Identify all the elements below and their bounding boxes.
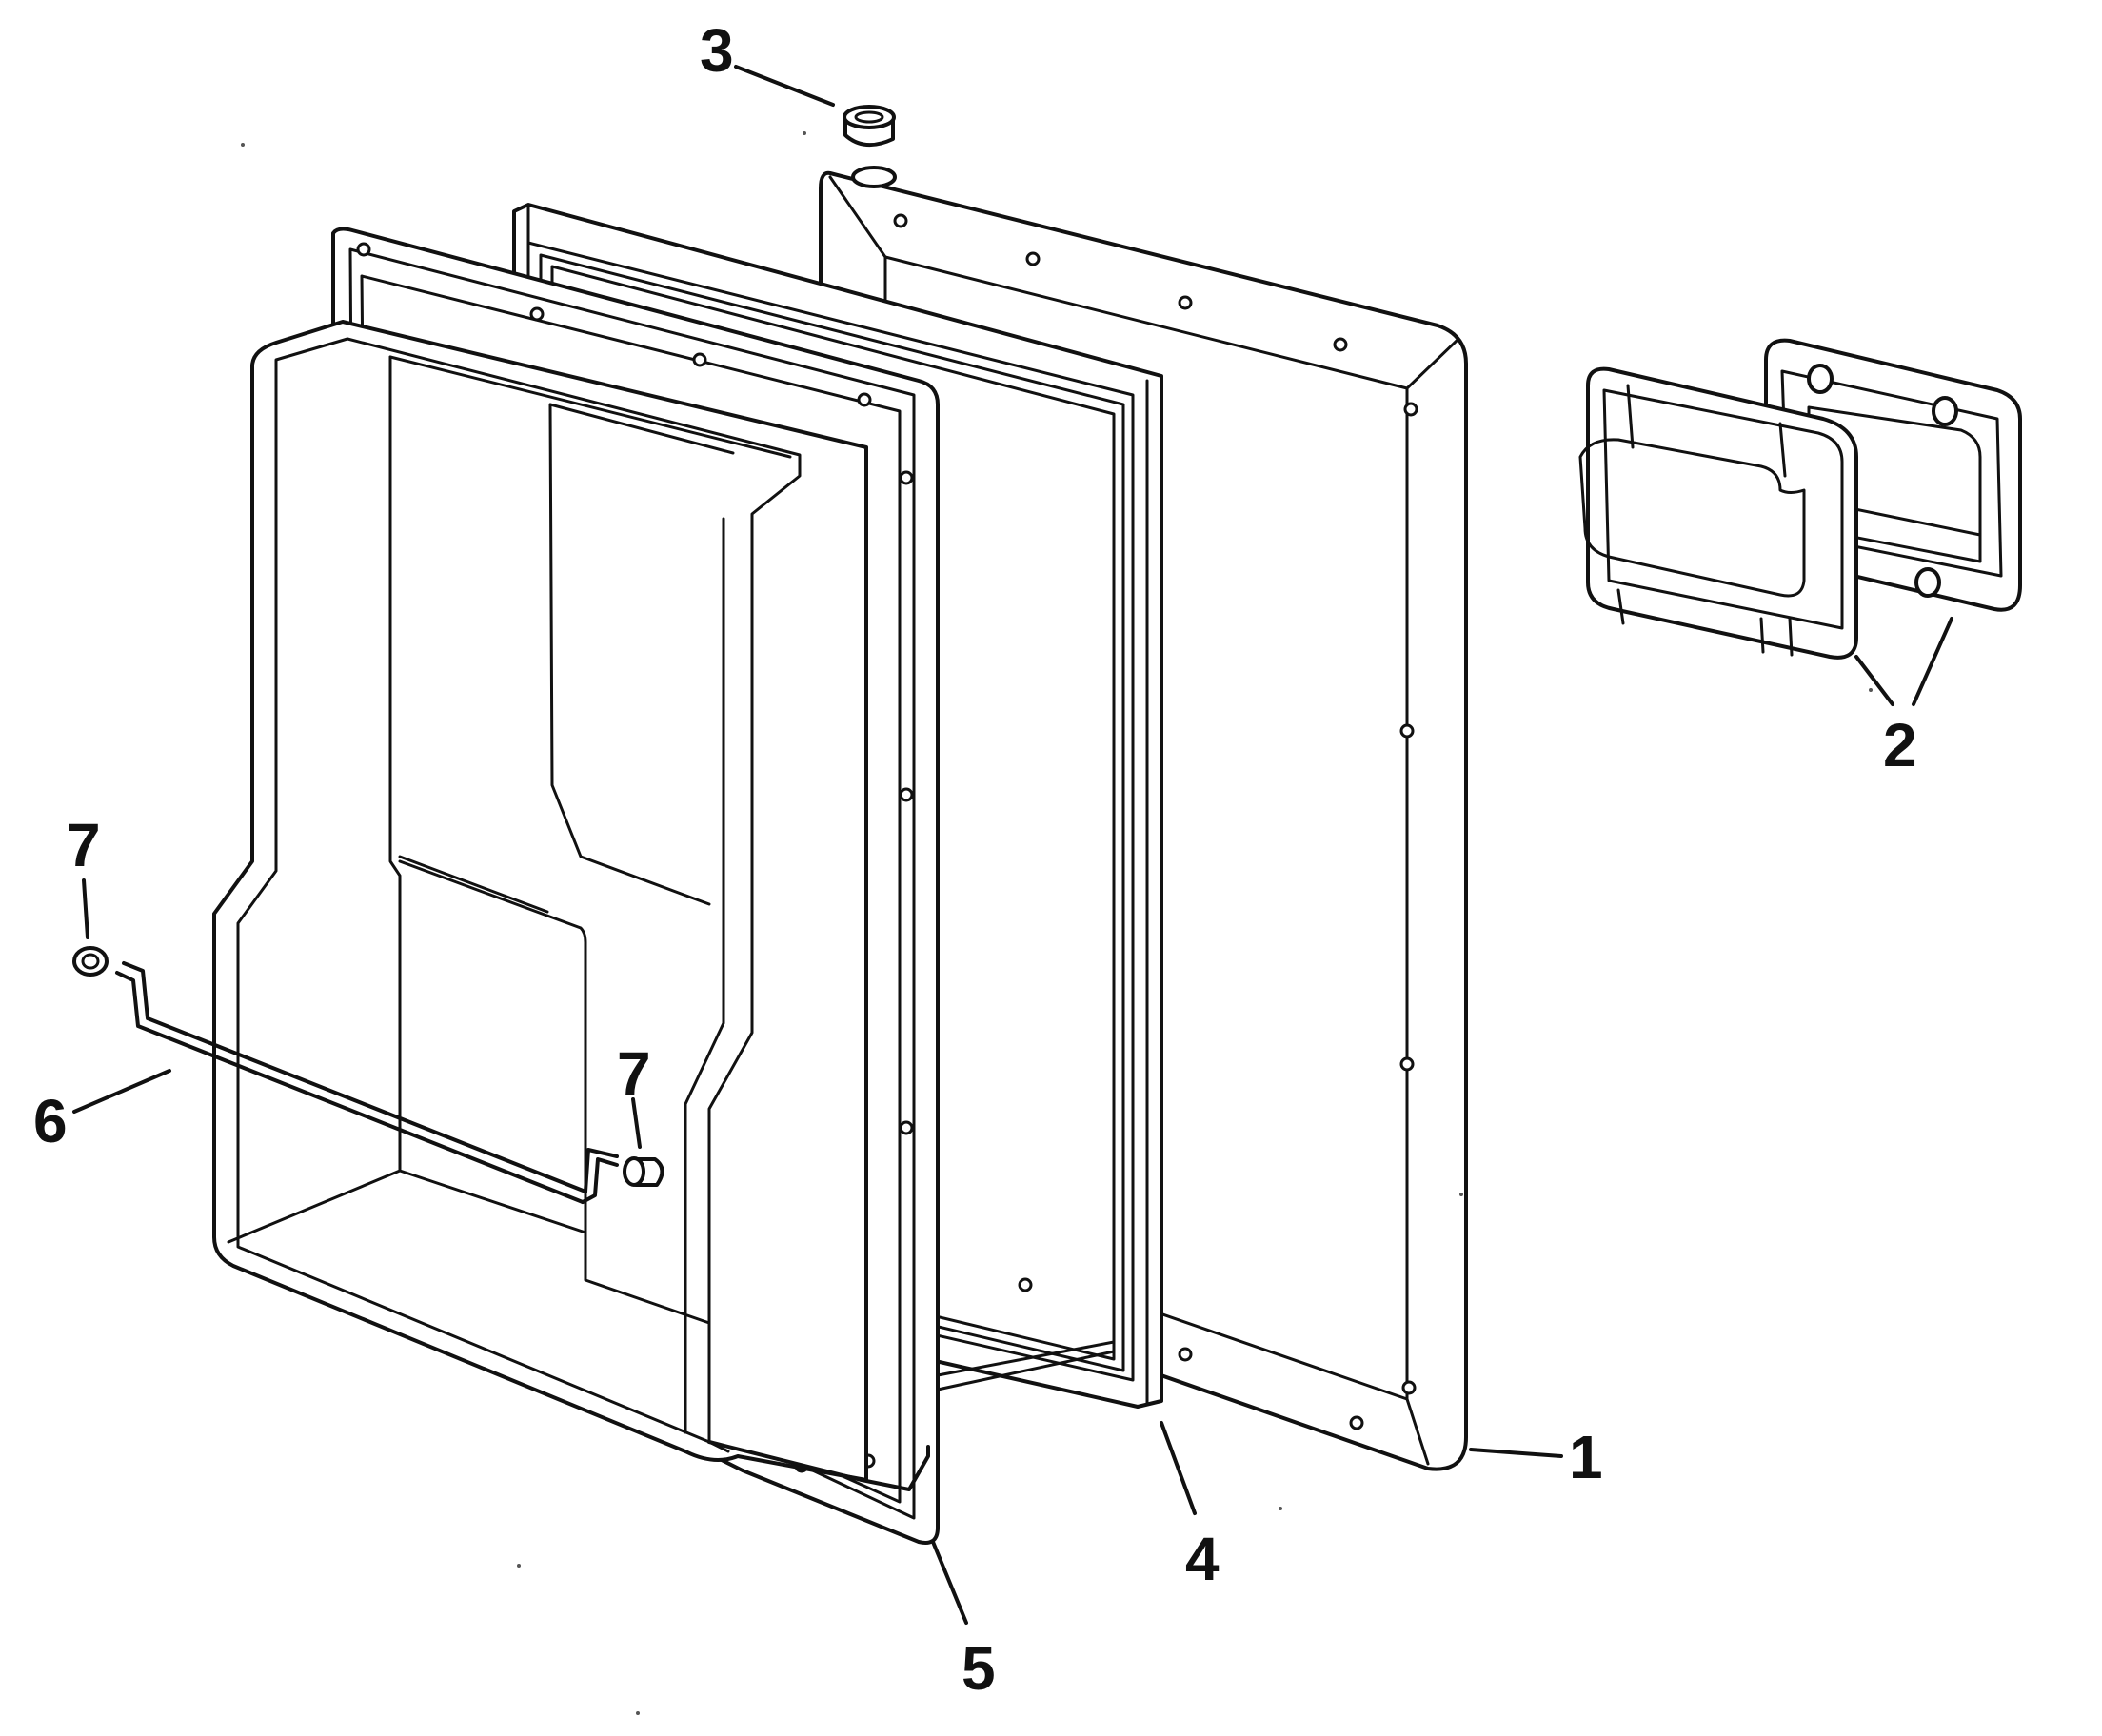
- callout-4: 4: [1185, 1525, 1220, 1593]
- leader-6: [72, 1069, 171, 1114]
- callout-labels: 1 2 3 4 5 6 7 7: [33, 16, 1917, 1703]
- leader-5: [931, 1540, 968, 1625]
- scan-specks: [241, 131, 1873, 1715]
- callout-5: 5: [962, 1634, 996, 1703]
- callout-1: 1: [1569, 1423, 1603, 1491]
- part-3-plug: [843, 105, 897, 188]
- part-6-door-rod: [115, 961, 619, 1204]
- part-7-end-cap-right: [623, 1156, 664, 1187]
- leader-2b: [1912, 617, 1953, 706]
- leader-4: [1160, 1421, 1197, 1515]
- callout-7-right: 7: [617, 1039, 651, 1108]
- part-7-end-cap-left: [72, 946, 109, 976]
- door-liner-shell: [212, 320, 930, 1491]
- leader-lines: [72, 65, 1953, 1625]
- leader-7a: [82, 878, 89, 939]
- leader-3: [734, 65, 835, 107]
- callout-3: 3: [700, 16, 734, 85]
- part-2-hinge-cover-front: [1578, 366, 1858, 660]
- callout-6: 6: [33, 1087, 68, 1155]
- leader-1: [1469, 1448, 1563, 1458]
- leader-7b: [631, 1097, 642, 1149]
- callout-2: 2: [1883, 711, 1917, 779]
- callout-7-left: 7: [67, 811, 101, 879]
- leader-2a: [1854, 655, 1894, 706]
